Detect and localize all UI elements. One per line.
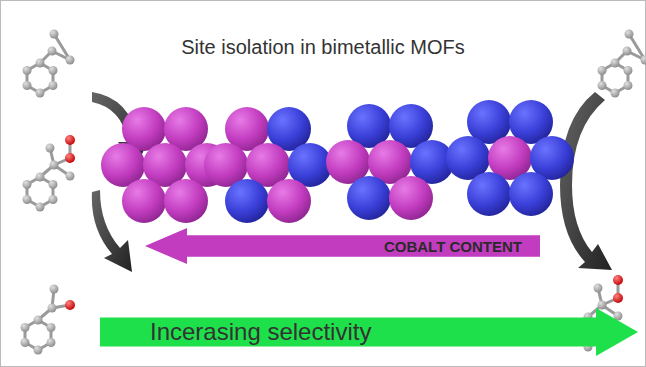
arrow-label: COBALT CONTENT [384, 238, 522, 255]
title: Site isolation in bimetallic MOFs [0, 36, 646, 59]
arrow-body [145, 228, 540, 264]
arrow-body [100, 308, 638, 356]
metal-sphere [467, 172, 511, 216]
molecule [598, 30, 646, 98]
metal-sphere [347, 176, 391, 220]
metal-sphere [225, 179, 269, 223]
cobalt-arrow: COBALT CONTENT [145, 228, 540, 264]
metal-sphere [122, 179, 166, 223]
molecule [23, 30, 75, 98]
metal-sphere [267, 179, 311, 223]
selectivity-arrow: Incerasing selectivity [100, 308, 638, 356]
metal-sphere [164, 179, 208, 223]
metal-sphere [509, 172, 553, 216]
arrow-label: Incerasing selectivity [150, 318, 371, 346]
molecule [23, 135, 75, 212]
molecule [21, 285, 75, 355]
metal-sphere [389, 176, 433, 220]
